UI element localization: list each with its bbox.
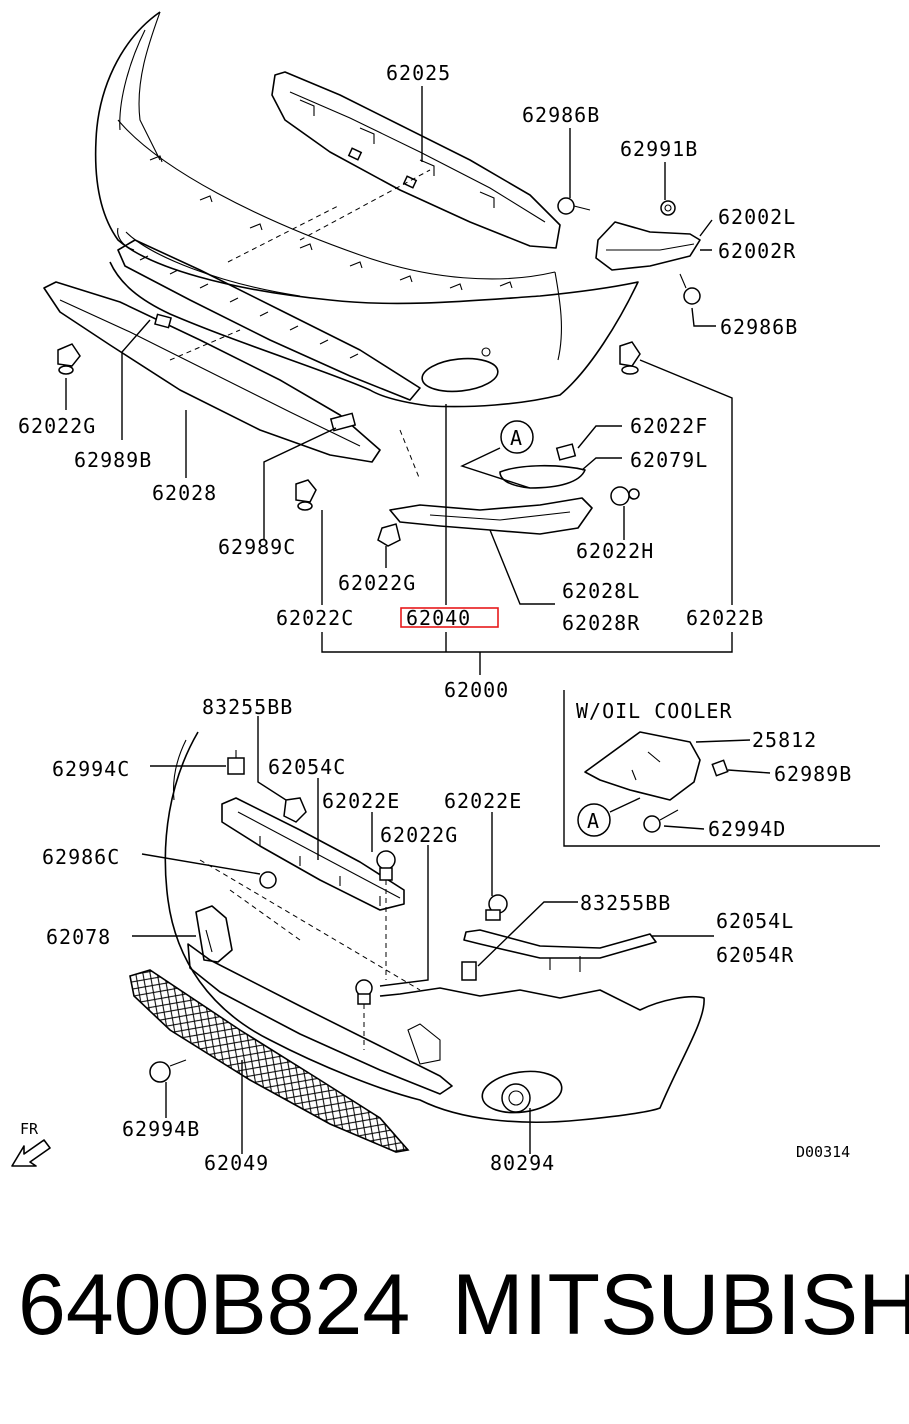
lower-strip <box>187 943 453 1095</box>
bolt-62994b <box>149 1059 187 1083</box>
side-piece-62078 <box>195 905 233 963</box>
bumper-absorber <box>271 71 561 249</box>
side-bracket-62054l <box>463 929 657 972</box>
label-62002l: 62002L <box>718 205 796 229</box>
label-62040: 62040 <box>406 606 471 630</box>
footer-brand: MITSUBISHI <box>452 1257 909 1353</box>
oil-cooler-inset: W/OIL COOLER A 25812 62989B 62994D <box>563 690 880 847</box>
footer-part-number: 6400B824 <box>18 1257 411 1353</box>
clip-62022g-mid <box>377 523 401 547</box>
label-62986b-top: 62986B <box>522 103 600 127</box>
reflector <box>499 464 586 489</box>
label-62028l: 62028L <box>562 579 640 603</box>
label-62986b-right: 62986B <box>720 315 798 339</box>
label-62054l: 62054L <box>716 909 794 933</box>
callout-a-text: A <box>510 426 523 450</box>
label-62022f: 62022F <box>630 414 708 438</box>
label-62022g-left: 62022G <box>18 414 96 438</box>
clip-62022g-left <box>57 343 81 375</box>
mesh-grille-62049 <box>129 969 410 1153</box>
inset-callout-text: A <box>587 809 600 833</box>
label-62986c: 62986C <box>42 845 120 869</box>
clip-62022h <box>610 486 640 506</box>
label-62000: 62000 <box>444 678 509 702</box>
front-direction-indicator: FR <box>11 1120 51 1167</box>
label-62049: 62049 <box>204 1151 269 1175</box>
clip-83255bb-low <box>461 961 477 981</box>
label-62022h: 62022H <box>576 539 654 563</box>
clip-62022g-low <box>355 979 373 1005</box>
clip-62022e-b <box>485 894 508 921</box>
diagram-code: D00314 <box>796 1143 850 1161</box>
label-62054r: 62054R <box>716 943 794 967</box>
callout-a: A <box>460 420 534 489</box>
inset-label-62994d: 62994D <box>708 817 786 841</box>
lower-side-cover <box>389 497 593 535</box>
label-62054c: 62054C <box>268 755 346 779</box>
center-bracket-62054c <box>221 797 405 911</box>
label-62994b: 62994B <box>122 1117 200 1141</box>
highlight-box-62040 <box>400 607 499 628</box>
bolt-62994c <box>227 750 245 775</box>
front-bumper-lower-view <box>164 731 705 1124</box>
label-62994c: 62994C <box>52 757 130 781</box>
bolt-62986b-top <box>557 197 591 215</box>
label-62022e-b: 62022E <box>444 789 522 813</box>
clip-62989c <box>329 412 357 432</box>
label-62989b-left: 62989B <box>74 448 152 472</box>
fr-text: FR <box>20 1120 39 1138</box>
front-bumper-cover <box>94 11 639 408</box>
bolt-62986b-right <box>679 273 701 305</box>
label-62991b: 62991B <box>620 137 698 161</box>
label-62022e-a: 62022E <box>322 789 400 813</box>
label-83255bb-low: 83255BB <box>580 891 671 915</box>
label-62022g-low: 62022G <box>380 823 458 847</box>
label-62025: 62025 <box>386 61 451 85</box>
inset-label-25812: 25812 <box>752 728 817 752</box>
clip-62022b <box>619 341 641 375</box>
upper-grille-strip <box>117 239 421 401</box>
label-62078: 62078 <box>46 925 111 949</box>
label-62028: 62028 <box>152 481 217 505</box>
label-62022g-mid: 62022G <box>338 571 416 595</box>
inset-label-62989b: 62989B <box>774 762 852 786</box>
side-bracket <box>595 221 701 271</box>
bolt-62986c <box>259 871 277 889</box>
clip-62022f <box>555 443 577 461</box>
clip-62022c <box>295 479 317 511</box>
nut-62991b <box>660 200 676 216</box>
clip-83255bb-top <box>283 797 307 823</box>
label-62002r: 62002R <box>718 239 796 263</box>
foglamp-cover-80294 <box>501 1083 531 1113</box>
label-62022b: 62022B <box>686 606 764 630</box>
label-62022c: 62022C <box>276 606 354 630</box>
label-62079l: 62079L <box>630 448 708 472</box>
label-62989c: 62989C <box>218 535 296 559</box>
label-80294: 80294 <box>490 1151 555 1175</box>
clip-62022e-a <box>376 850 396 881</box>
label-83255bb-top: 83255BB <box>202 695 293 719</box>
inset-title: W/OIL COOLER <box>576 699 733 723</box>
label-62028r: 62028R <box>562 611 640 635</box>
